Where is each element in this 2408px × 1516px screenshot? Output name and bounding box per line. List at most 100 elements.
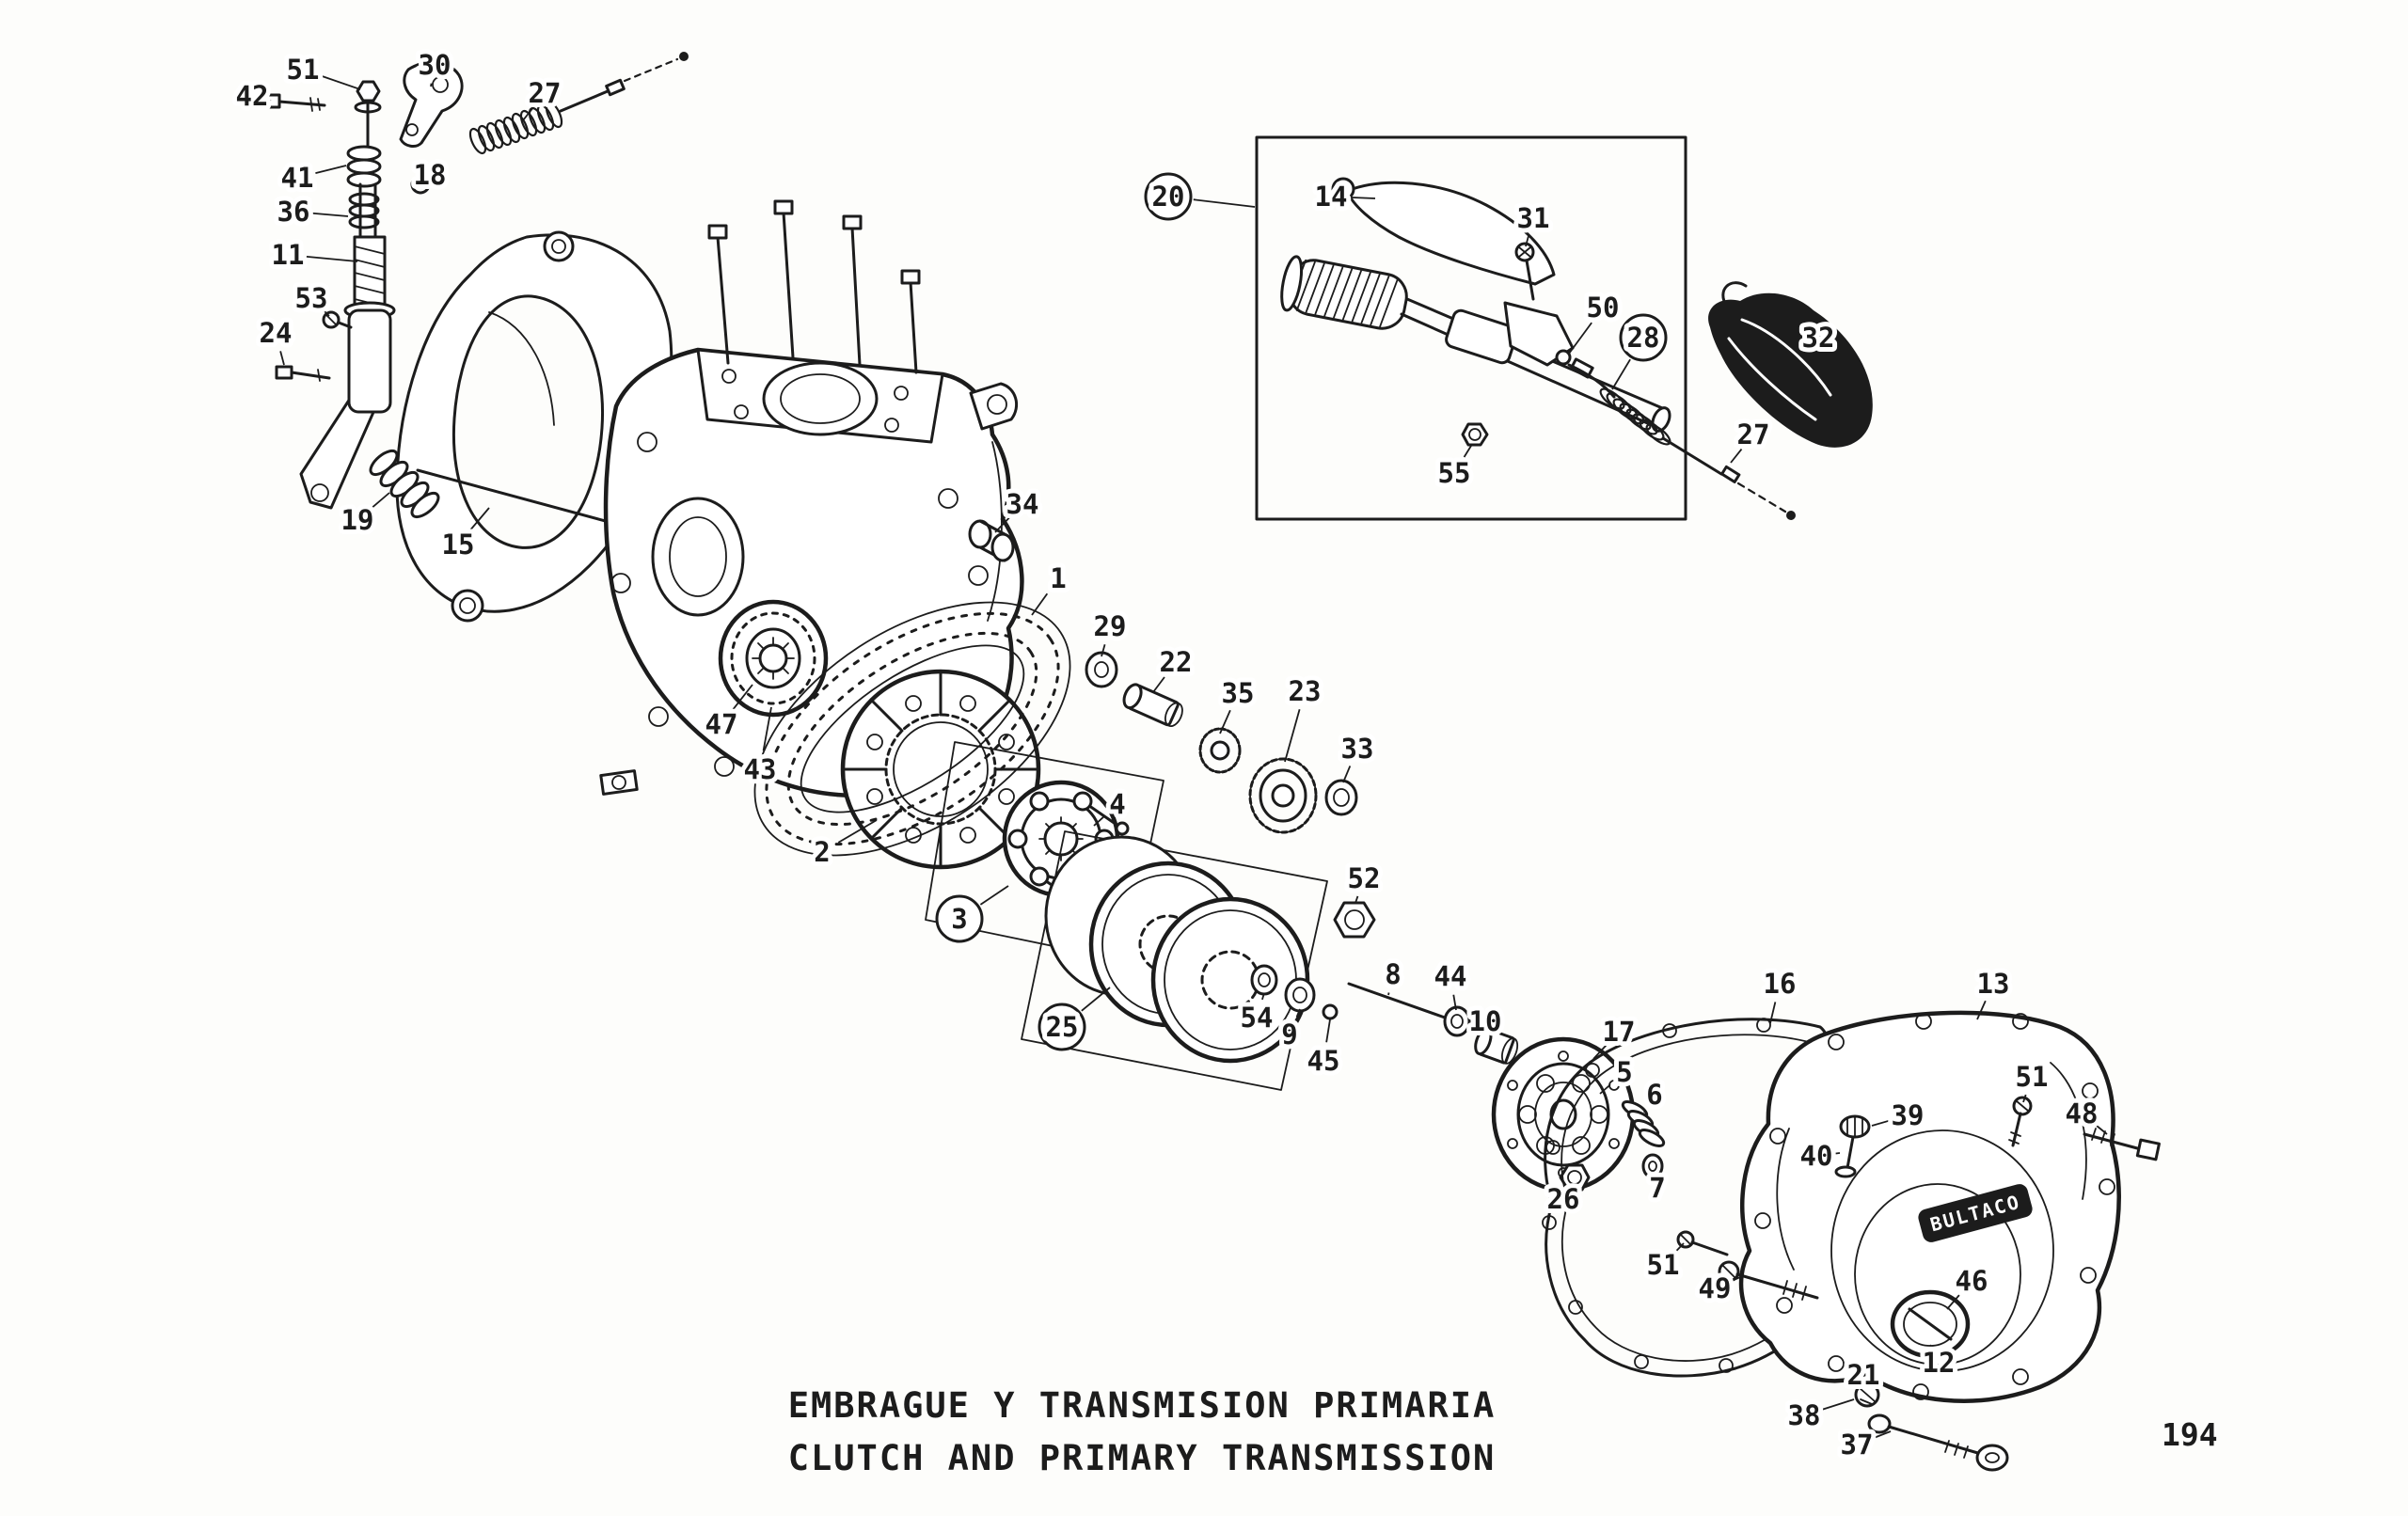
callout-leader-52 [1354, 895, 1359, 904]
breather-plug [1834, 1114, 1871, 1178]
clutch-lever [1331, 177, 1556, 286]
callout-51: 51 [1647, 1249, 1680, 1281]
callout-leader-51 [320, 74, 361, 90]
callout-leader-30 [430, 83, 433, 87]
callout-leader-46 [1946, 1294, 1960, 1310]
callout-25: 25 [1046, 1011, 1079, 1043]
callout-1: 1 [1050, 562, 1066, 594]
cylinder-studs [707, 199, 921, 374]
callout-leader-14 [1349, 196, 1376, 199]
callout-45: 45 [1307, 1045, 1340, 1077]
callout-54: 54 [1241, 1002, 1274, 1034]
callout-11: 11 [272, 239, 305, 271]
callout-30: 30 [419, 49, 452, 81]
handlebar-grip [1280, 255, 1408, 330]
callout-47: 47 [705, 708, 738, 740]
callout-leader-27 [522, 107, 534, 121]
callout-leader-24 [279, 351, 285, 366]
callout-35: 35 [1222, 677, 1255, 709]
callout-leader-17 [1592, 1045, 1608, 1060]
callout-53: 53 [295, 282, 328, 314]
callout-51: 51 [287, 54, 320, 86]
callout-7: 7 [1649, 1172, 1665, 1204]
callout-leader-40 [1834, 1152, 1841, 1155]
callout-leader-22 [1152, 676, 1165, 693]
callout-leader-31 [1525, 236, 1529, 247]
callout-14: 14 [1315, 181, 1348, 213]
callout-leader-35 [1219, 709, 1231, 734]
callout-23: 23 [1289, 675, 1322, 707]
callout-leader-32 [1810, 355, 1814, 362]
callout-leader-47 [732, 684, 753, 710]
callout-leader-29 [1101, 644, 1106, 657]
callout-28: 28 [1627, 322, 1660, 354]
callout-leader-43 [762, 706, 772, 751]
front-mount-ring [395, 230, 673, 623]
callout-31: 31 [1517, 202, 1550, 234]
callout-circle-28 [1619, 313, 1668, 362]
callout-39: 39 [1892, 1099, 1925, 1131]
callout-3: 3 [951, 903, 967, 935]
callout-leader-11 [306, 255, 358, 262]
callout-leader-33 [1342, 766, 1352, 783]
callout-43: 43 [744, 753, 777, 785]
callout-50: 50 [1587, 292, 1620, 324]
callout-leader-3 [979, 885, 1009, 906]
clutch-actuator-assembly [261, 60, 464, 519]
callout-33: 33 [1341, 733, 1374, 765]
callout-2: 2 [814, 836, 830, 868]
callout-leader-48 [2095, 1124, 2108, 1135]
callout-24: 24 [260, 317, 293, 349]
callout-circle-3 [935, 894, 984, 943]
callout-38: 38 [1788, 1399, 1821, 1431]
callout-51: 51 [2016, 1061, 2049, 1093]
lever-rubber-cover [1708, 281, 1873, 448]
callout-49: 49 [1699, 1272, 1732, 1304]
callout-34: 34 [1006, 488, 1039, 520]
callout-12: 12 [1923, 1347, 1956, 1379]
callout-46: 46 [1956, 1265, 1988, 1297]
caption-spanish: EMBRAGUE Y TRANSMISION PRIMARIA [787, 1385, 1497, 1426]
callout-leader-54 [1261, 992, 1265, 1001]
callout-leader-34 [994, 516, 1010, 533]
callout-leader-36 [311, 212, 349, 217]
cable-adjuster [1555, 349, 1594, 379]
cover-screw-49 [1718, 1260, 1819, 1301]
callout-27: 27 [1737, 418, 1770, 450]
transmission-small-parts [1085, 651, 1519, 1065]
callout-10: 10 [1469, 1005, 1502, 1037]
callout-leader-25 [1081, 987, 1111, 1012]
callout-40: 40 [1800, 1140, 1833, 1172]
cover-bolt-48 [2083, 1128, 2161, 1161]
callout-44: 44 [1434, 960, 1467, 992]
callout-21: 21 [1847, 1359, 1880, 1391]
clutch-cable-upper-end [468, 52, 689, 155]
callout-37: 37 [1841, 1429, 1874, 1461]
page-number: 194 [2162, 1416, 2218, 1453]
callout-leader-2 [837, 819, 878, 844]
callout-leader-6 [1643, 1110, 1646, 1113]
clutch-cover: BULTACO [1676, 1010, 2161, 1472]
callout-leader-16 [1769, 1002, 1777, 1024]
caption-english: CLUTCH AND PRIMARY TRANSMISSION [787, 1438, 1497, 1478]
callout-48: 48 [2066, 1098, 2099, 1129]
callout-leader-9 [1295, 1008, 1301, 1018]
callout-leader-5 [1599, 1083, 1611, 1095]
callout-leader-50 [1568, 322, 1592, 355]
cover-bolt-37 [1867, 1413, 2009, 1472]
callout-52: 52 [1348, 862, 1381, 894]
pressure-plate-group [1491, 1036, 1666, 1192]
callout-leader-44 [1452, 994, 1457, 1011]
callout-32: 32 [1802, 322, 1835, 354]
callout-leader-13 [1976, 1000, 1987, 1020]
callout-leader-4 [1093, 815, 1104, 827]
callout-leader-45 [1325, 1019, 1331, 1043]
cover-screw-51-right [2008, 1096, 2033, 1147]
callout-27: 27 [529, 77, 562, 109]
callout-29: 29 [1094, 610, 1127, 642]
clutch-cable-lower [1567, 363, 1796, 520]
callout-8: 8 [1385, 958, 1401, 990]
clamp-nut [1461, 422, 1489, 447]
